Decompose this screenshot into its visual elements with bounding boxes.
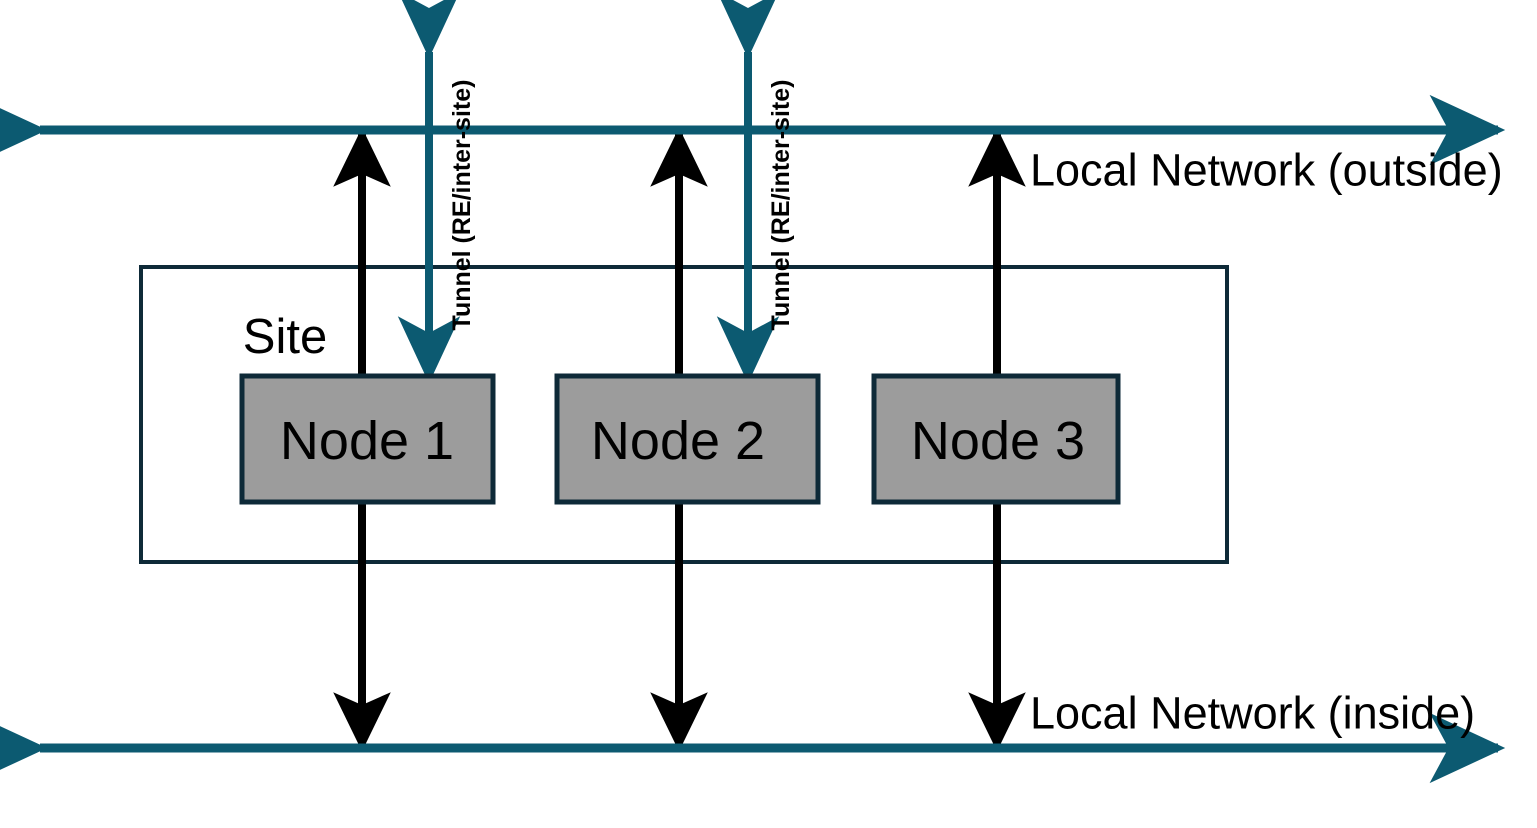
inside-network-label: Local Network (inside) — [1030, 688, 1475, 739]
node-label-3: Node 3 — [911, 411, 1085, 471]
tunnel-label-2: Tunnel (RE/inter-site) — [767, 80, 795, 331]
node-box-2[interactable] — [554, 373, 821, 505]
node-label-2: Node 2 — [591, 411, 765, 471]
node-label-1: Node 1 — [280, 411, 454, 471]
site-label: Site — [243, 310, 327, 364]
tunnel-label-1: Tunnel (RE/inter-site) — [448, 80, 476, 331]
node-box-3[interactable] — [871, 373, 1121, 505]
node-box-1[interactable] — [239, 373, 496, 505]
outside-network-label: Local Network (outside) — [1030, 145, 1503, 196]
